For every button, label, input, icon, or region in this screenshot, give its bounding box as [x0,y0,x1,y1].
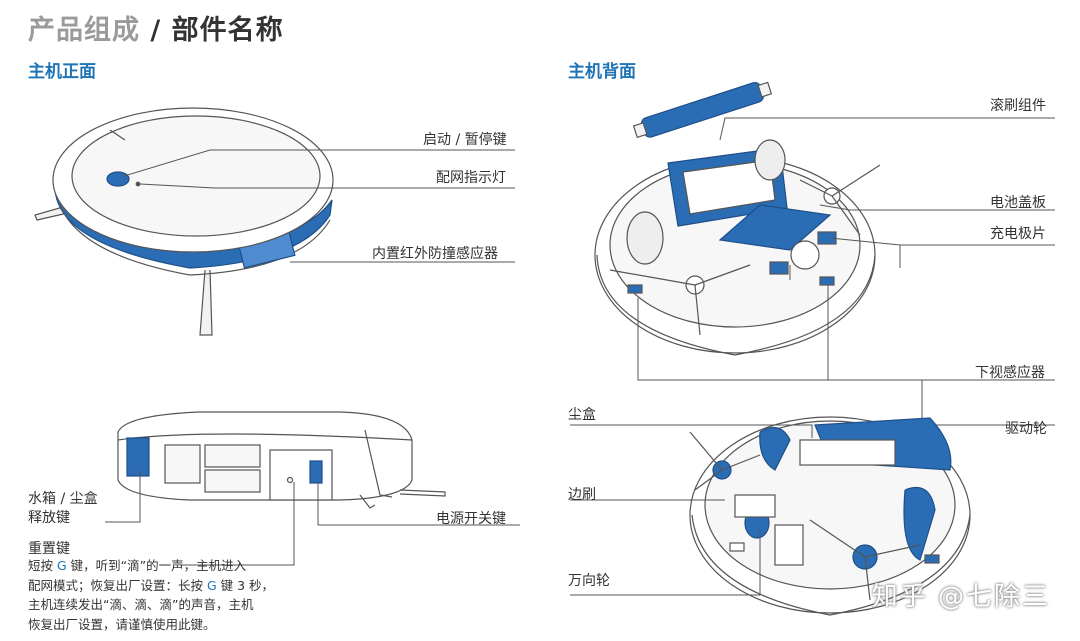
label-caster-wheel: 万向轮 [568,573,610,589]
reset-note-line: 主机连续发出“滴、滴、滴”的声音，主机 [28,597,254,612]
label-reset-key: 重置键 [28,541,70,557]
back-robot-1 [594,81,881,356]
title-section: 产品组成 [28,15,140,46]
side-robot [117,411,446,509]
label-power-switch: 电源开关键 [436,511,506,527]
page-title: 产品组成 / 部件名称 [28,8,284,47]
front-robot [34,107,334,336]
reset-note-line: 恢复出厂设置，请谨慎使用此键。 [28,616,216,632]
reset-note-line: 配网模式；恢复出厂设置：长按 G 键 3 秒， [28,577,275,593]
label-start-pause-key: 启动 / 暂停键 [423,132,507,148]
label-roller-brush: 滚刷组件 [990,98,1046,114]
reset-icon: G [206,577,217,593]
label-cliff-sensor: 下视感应器 [975,365,1045,381]
title-separator: / [140,15,172,46]
label-ir-bumper-sensor: 内置红外防撞感应器 [372,246,498,262]
title-name: 部件名称 [171,15,284,46]
label-dust-box: 尘盒 [568,407,596,423]
front-section-title: 主机正面 [28,62,96,82]
watermark: 知乎 @七除三 [871,582,1050,612]
label-tank-release-1: 水箱 / 尘盒 [28,491,98,507]
label-battery-cover: 电池盖板 [990,195,1046,211]
label-charging-contacts: 充电极片 [990,226,1046,242]
label-drive-wheel: 驱动轮 [1005,421,1047,437]
label-tank-release-2: 释放键 [28,510,70,526]
reset-note: 短按 G 键，听到“滴”的一声，主机进入 配网模式；恢复出厂设置：长按 G 键 … [28,556,274,634]
reset-icon: G [56,558,67,573]
label-network-indicator: 配网指示灯 [436,170,506,186]
label-side-brush: 边刷 [568,487,596,503]
reset-note-line: 短按 G 键，听到“滴”的一声，主机进入 [28,558,247,573]
back-section-title: 主机背面 [568,62,636,82]
